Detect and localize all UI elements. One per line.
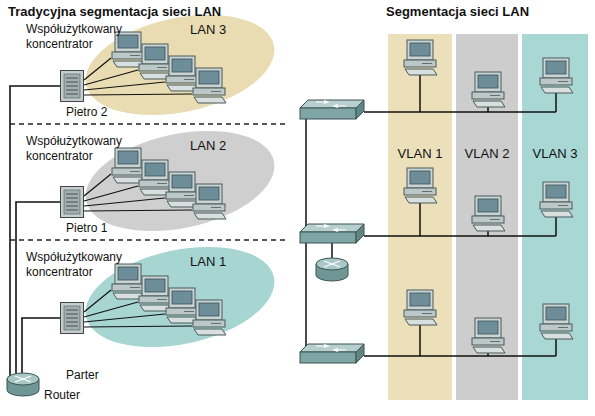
floor-label-box: Parter bbox=[66, 368, 99, 383]
pc-icon bbox=[112, 148, 145, 183]
floor-label-box: Pietro 2 bbox=[66, 105, 107, 120]
pc-icon bbox=[193, 300, 226, 335]
floor-separator bbox=[10, 123, 285, 124]
panel-title: Segmentacja sieci LAN bbox=[386, 4, 529, 19]
pc-icon bbox=[472, 318, 505, 353]
device-label-box: Router bbox=[44, 388, 80, 403]
pc-icon bbox=[540, 304, 573, 339]
pc-icon bbox=[404, 168, 437, 203]
floor-label: Pietro 2 bbox=[66, 105, 107, 120]
pc-icon bbox=[139, 44, 172, 79]
device-label-box: Współużytkowany koncentrator bbox=[26, 134, 148, 164]
pc-icon bbox=[540, 58, 573, 93]
hub-icon bbox=[61, 187, 84, 218]
floor-label-box: Pietro 1 bbox=[66, 221, 107, 236]
node-label: LAN 3 bbox=[190, 22, 226, 37]
device-label-box: Współużytkowany koncentrator bbox=[26, 22, 148, 52]
device-label: Współużytkowany koncentrator bbox=[26, 134, 148, 164]
lan-ellipse-fill bbox=[76, 0, 283, 131]
device-label: Router bbox=[44, 388, 80, 403]
switch-icon bbox=[300, 344, 364, 363]
node-label: VLAN 3 bbox=[533, 146, 578, 161]
panel-title-box: Segmentacja sieci LAN bbox=[386, 4, 529, 19]
floor-label: Parter bbox=[66, 368, 99, 383]
pc-icon bbox=[166, 172, 199, 207]
cable bbox=[10, 86, 60, 376]
router-icon bbox=[7, 373, 39, 396]
vlan-band-fill bbox=[388, 34, 452, 400]
hub-icon bbox=[61, 303, 84, 334]
panel-title-box: Tradycyjna segmentacja sieci LAN bbox=[8, 4, 221, 19]
switch-icon bbox=[300, 100, 364, 119]
cable bbox=[16, 202, 60, 376]
pc-icon bbox=[112, 264, 145, 299]
pc-icon bbox=[166, 56, 199, 91]
device-label: Współużytkowany koncentrator bbox=[26, 22, 148, 52]
pc-icon bbox=[472, 72, 505, 107]
pc-icon bbox=[193, 184, 226, 219]
switch-icon bbox=[300, 224, 364, 243]
cable bbox=[22, 318, 60, 376]
cable bbox=[10, 86, 60, 376]
floor-separator bbox=[10, 239, 285, 240]
pc-icon bbox=[139, 276, 172, 311]
panel-title: Tradycyjna segmentacja sieci LAN bbox=[8, 4, 221, 19]
pc-icon bbox=[112, 32, 145, 67]
hub-icon bbox=[61, 71, 84, 102]
pc-icon bbox=[404, 290, 437, 325]
router-icon bbox=[316, 258, 348, 281]
pc-icon bbox=[404, 40, 437, 75]
pc-icon bbox=[193, 68, 226, 103]
device-label-box: Współużytkowany koncentrator bbox=[26, 250, 148, 280]
node-label: VLAN 2 bbox=[465, 146, 510, 161]
vlan-band-fill bbox=[456, 34, 518, 400]
vlan-band-fill bbox=[522, 34, 588, 400]
cable bbox=[331, 243, 333, 258]
floor-label: Pietro 1 bbox=[66, 221, 107, 236]
node-label: LAN 2 bbox=[190, 138, 226, 153]
device-label: Współużytkowany koncentrator bbox=[26, 250, 148, 280]
pc-icon bbox=[139, 160, 172, 195]
pc-icon bbox=[472, 196, 505, 231]
node-label: VLAN 1 bbox=[398, 146, 443, 161]
node-label: LAN 1 bbox=[190, 254, 226, 269]
pc-icon bbox=[540, 182, 573, 217]
pc-icon bbox=[166, 288, 199, 323]
